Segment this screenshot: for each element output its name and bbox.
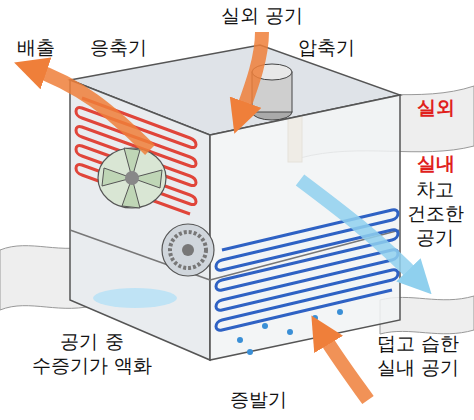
exhaust-label: 배출 [17,36,55,60]
region-label: 실내 [417,152,455,176]
part-name: 응축기 [90,36,147,60]
airflow-label: 차고 건조한 공기 [400,178,470,249]
airflow-label: 덥고 습한 실내 공기 [366,332,470,380]
region-label: 실외 [417,96,455,120]
part-name: 압축기 [298,36,355,60]
part-name: 증발기 [230,388,287,412]
airflow-label: 실외 공기 [221,4,303,28]
note-label: 공기 중 수증기가 액화 [22,330,162,378]
